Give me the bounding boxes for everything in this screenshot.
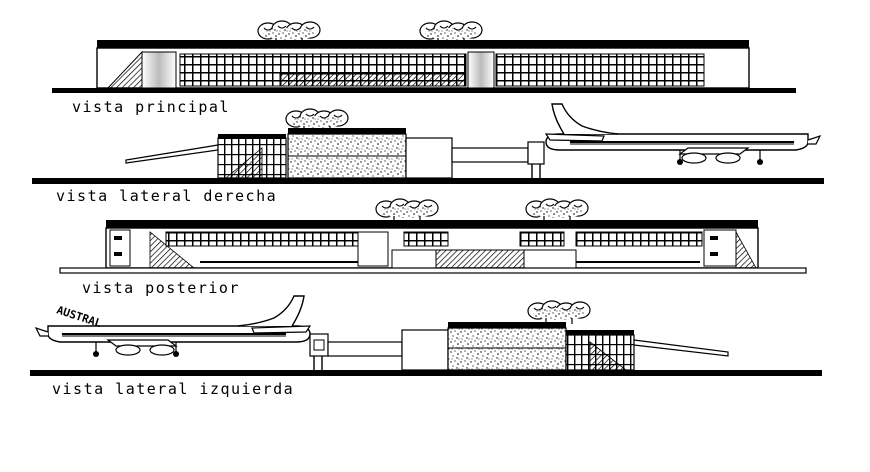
elevation-principal (52, 20, 796, 93)
elevation-lateral-derecha (32, 103, 824, 184)
view-label-posterior: vista posterior (82, 279, 240, 297)
view-label-lateral-izquierda: vista lateral izquierda (52, 380, 295, 398)
view-label-principal: vista principal (72, 98, 230, 116)
elevation-posterior (59, 198, 807, 274)
view-label-lateral-derecha: vista lateral derecha (56, 187, 278, 205)
elevation-lateral-izquierda: AUSTRAL (30, 295, 822, 376)
